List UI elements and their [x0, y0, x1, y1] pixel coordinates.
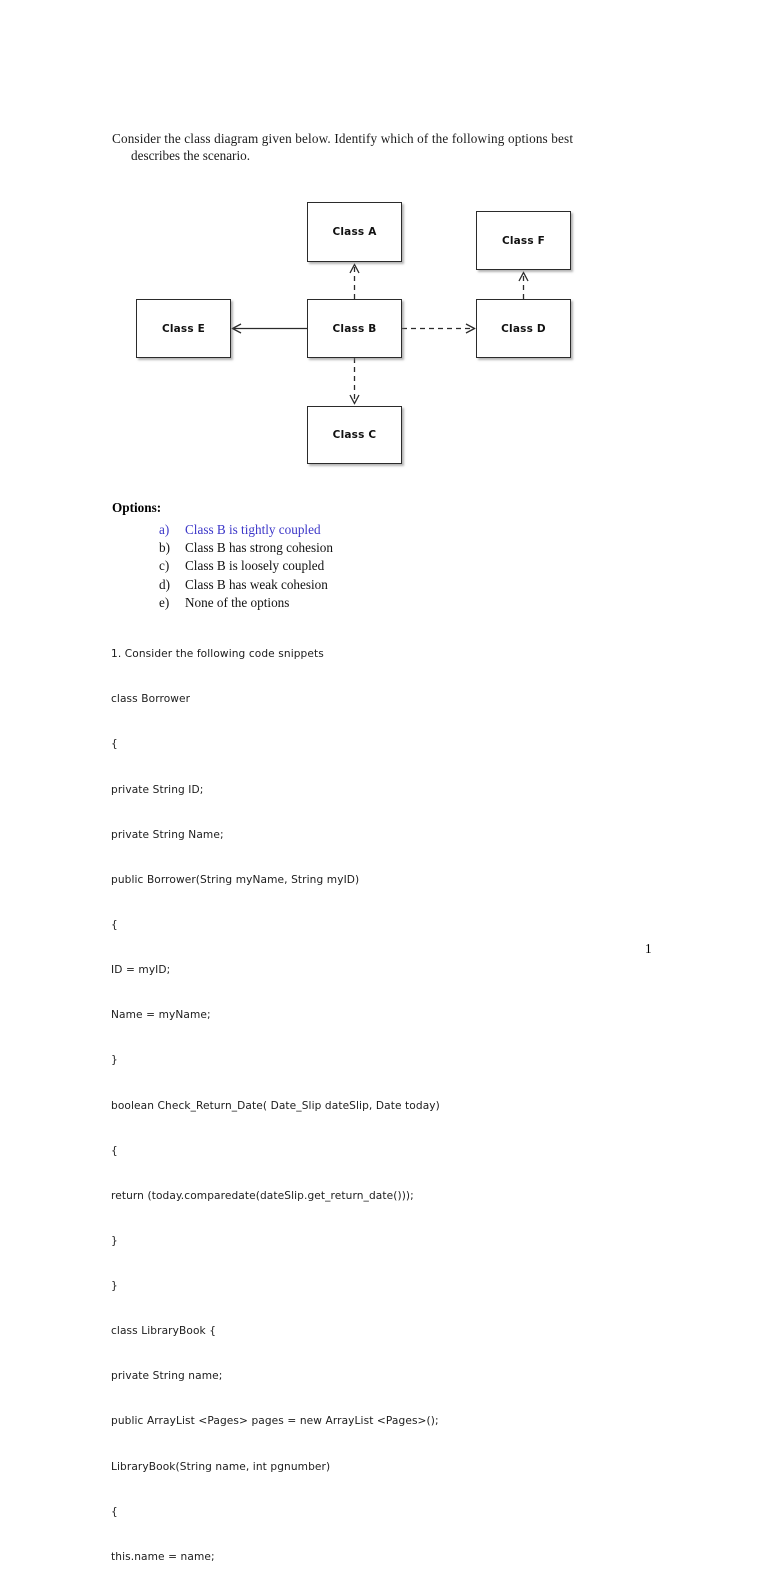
- class-diagram: Class A Class F Class E Class B Class D …: [0, 0, 768, 500]
- option-marker-d: d): [159, 576, 170, 592]
- class-box-c-label: Class C: [332, 429, 377, 441]
- code-line: private String Name;: [111, 828, 224, 841]
- code-line: this.name = name;: [111, 1550, 215, 1563]
- code-line: Name = myName;: [111, 1009, 211, 1022]
- class-box-d-label: Class D: [501, 322, 546, 335]
- class-box-e-label: Class E: [161, 322, 206, 335]
- code-line: {: [111, 1144, 118, 1157]
- option-label-d: Class B has weak cohesion: [185, 576, 328, 592]
- code-line: LibraryBook(String name, int pgnumber): [111, 1460, 331, 1473]
- code-line: }: [111, 1054, 118, 1067]
- option-label-b: Class B has strong cohesion: [185, 540, 333, 556]
- option-label-a: Class B is tightly coupled: [185, 522, 321, 537]
- option-item-e[interactable]: e) None of the options: [159, 594, 333, 612]
- question-prompt-line-2: describes the scenario.: [131, 148, 251, 163]
- option-marker-b: b): [159, 540, 170, 556]
- code-line: class LibraryBook {: [111, 1325, 217, 1338]
- page-number: 1: [645, 941, 652, 956]
- code-line: 1. Consider the following code snippets: [111, 648, 324, 661]
- class-box-a: Class A: [307, 202, 402, 262]
- option-item-c[interactable]: c) Class B is loosely coupled: [159, 557, 333, 575]
- code-line: }: [111, 1280, 118, 1293]
- option-marker-e: e): [159, 594, 170, 610]
- code-listing: 1. Consider the following code snippets …: [111, 617, 440, 1595]
- code-line: private String name;: [111, 1370, 223, 1383]
- class-box-c: Class C: [307, 406, 402, 464]
- option-label-c: Class B is loosely coupled: [185, 558, 325, 574]
- code-line: {: [111, 918, 118, 931]
- options-heading: Options:: [112, 500, 162, 515]
- option-item-a[interactable]: a) Class B is tightly coupled: [159, 521, 333, 539]
- class-box-f-label: Class F: [501, 234, 546, 247]
- document-page: Consider the class diagram given below. …: [0, 0, 768, 1563]
- code-line: class Borrower: [111, 693, 191, 706]
- code-line: {: [111, 1505, 118, 1518]
- option-label-e: None of the options: [185, 594, 290, 610]
- option-marker-c: c): [159, 558, 170, 574]
- code-line: boolean Check_Return_Date( Date_Slip dat…: [111, 1099, 440, 1112]
- class-box-b-label: Class B: [332, 322, 377, 335]
- option-item-b[interactable]: b) Class B has strong cohesion: [159, 539, 333, 557]
- question-prompt-line-1: Consider the class diagram given below. …: [112, 131, 574, 146]
- code-line: }: [111, 1234, 118, 1247]
- code-line: private String ID;: [111, 783, 204, 796]
- code-line: public ArrayList <Pages> pages = new Arr…: [111, 1415, 439, 1428]
- class-box-e: Class E: [136, 299, 231, 358]
- options-list: a) Class B is tightly coupled b) Class B…: [159, 521, 333, 612]
- code-line: return (today.comparedate(dateSlip.get_r…: [111, 1189, 414, 1202]
- class-box-d: Class D: [476, 299, 571, 358]
- class-box-a-label: Class A: [332, 226, 377, 238]
- option-marker-a: a): [159, 522, 170, 537]
- class-box-b: Class B: [307, 299, 402, 358]
- option-item-d[interactable]: d) Class B has weak cohesion: [159, 576, 333, 594]
- class-box-f: Class F: [476, 211, 571, 270]
- question-prompt: Consider the class diagram given below. …: [112, 130, 660, 164]
- code-line: public Borrower(String myName, String my…: [111, 873, 360, 886]
- code-line: ID = myID;: [111, 964, 171, 977]
- code-line: {: [111, 738, 118, 751]
